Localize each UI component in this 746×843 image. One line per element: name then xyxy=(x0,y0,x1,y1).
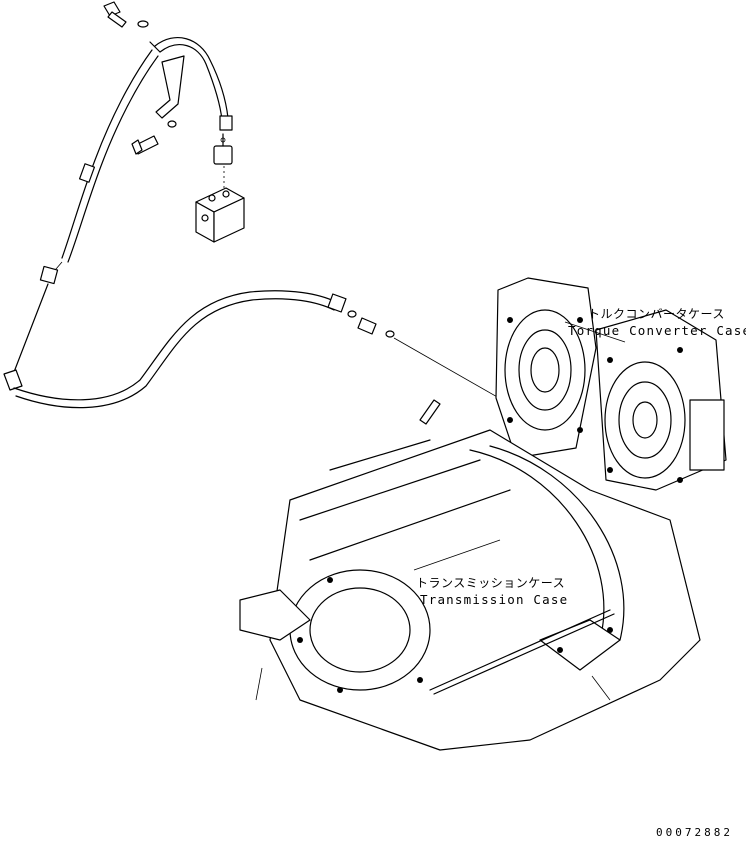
drawing-number: 00072882 xyxy=(656,826,733,839)
transmission-label-jp: トランスミッションケース xyxy=(416,576,566,590)
torque-converter-leader xyxy=(564,321,626,343)
torque-converter-case xyxy=(495,277,727,491)
transmission-label-en: Transmission Case xyxy=(420,592,569,607)
transmission-case xyxy=(239,399,701,751)
bolt-top xyxy=(103,1,149,28)
torque-converter-label-jp: トルクコンバータケース xyxy=(588,307,725,321)
transmission-leader xyxy=(413,539,501,571)
torque-converter-label-en: Torque Converter Case xyxy=(568,323,746,338)
valve-block xyxy=(195,187,245,243)
upper-hose-assembly xyxy=(3,1,245,391)
long-hose xyxy=(13,290,521,411)
